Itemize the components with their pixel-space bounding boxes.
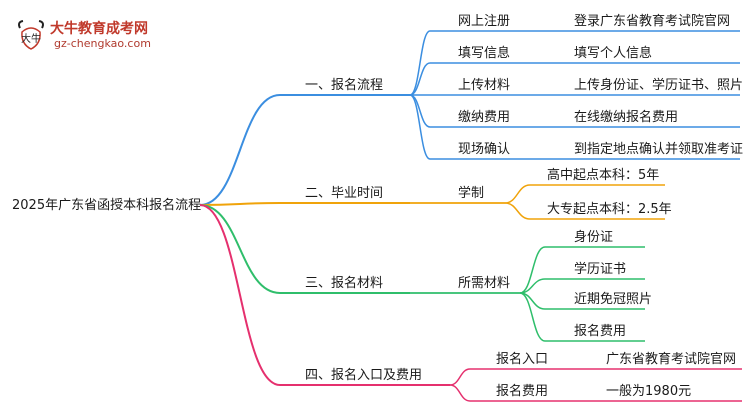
step-label: 网上注册 xyxy=(458,14,510,29)
child-connector xyxy=(409,30,431,96)
entry-detail: 广东省教育考试院官网 xyxy=(606,351,736,367)
root-node: 2025年广东省函授本科报名流程 xyxy=(12,197,201,213)
entry-detail: 一般为1980元 xyxy=(606,383,691,399)
branch-label: 二、毕业时间 xyxy=(305,186,383,201)
bull-logo-icon: 大牛 xyxy=(18,20,44,50)
step-detail: 到指定地点确认并领取准考证 xyxy=(574,142,743,157)
logo-mark-text: 大牛 xyxy=(21,32,41,45)
branch-connector xyxy=(199,204,281,294)
step-detail: 上传身份证、学历证书、照片 xyxy=(574,77,743,93)
mid-label: 所需材料 xyxy=(458,276,510,291)
leaf-label: 大专起点本科：2.5年 xyxy=(547,202,672,217)
branch-label: 三、报名材料 xyxy=(305,275,383,291)
logo-site-name: 大牛教育成考网 xyxy=(50,21,148,37)
step-label: 现场确认 xyxy=(458,142,510,157)
branch-label: 四、报名入口及费用 xyxy=(305,367,422,383)
logo-site-url: gz-chengkao.com xyxy=(54,37,151,50)
leaf-connector xyxy=(519,246,546,294)
child-connector xyxy=(449,368,471,386)
entry-label: 报名入口 xyxy=(496,351,548,367)
leaf-label: 报名费用 xyxy=(574,323,626,339)
step-label: 上传材料 xyxy=(458,78,510,93)
step-detail: 在线缴纳报名费用 xyxy=(574,109,678,125)
leaf-connector xyxy=(504,202,531,220)
leaf-label: 学历证书 xyxy=(574,261,626,277)
step-detail: 登录广东省教育考试院官网 xyxy=(574,13,730,29)
entry-label: 报名费用 xyxy=(496,383,548,399)
child-connector xyxy=(409,94,431,160)
step-detail: 填写个人信息 xyxy=(574,45,652,61)
child-connector xyxy=(449,384,471,402)
site-logo[interactable]: 大牛 大牛教育成考网 gz-chengkao.com xyxy=(14,18,174,58)
leaf-connector xyxy=(519,292,546,342)
child-connector xyxy=(409,94,431,128)
mid-label: 学制 xyxy=(458,185,484,201)
branch-connector xyxy=(199,204,281,386)
child-connector xyxy=(409,62,431,96)
leaf-label: 高中起点本科：5年 xyxy=(547,167,659,183)
leaf-label: 近期免冠照片 xyxy=(574,292,652,307)
step-label: 填写信息 xyxy=(458,45,510,61)
branch-label: 一、报名流程 xyxy=(305,77,383,93)
leaf-label: 身份证 xyxy=(574,229,613,245)
leaf-connector xyxy=(504,184,531,204)
branch-connector xyxy=(199,202,281,206)
branch-connector xyxy=(199,94,281,206)
step-label: 缴纳费用 xyxy=(458,110,510,125)
